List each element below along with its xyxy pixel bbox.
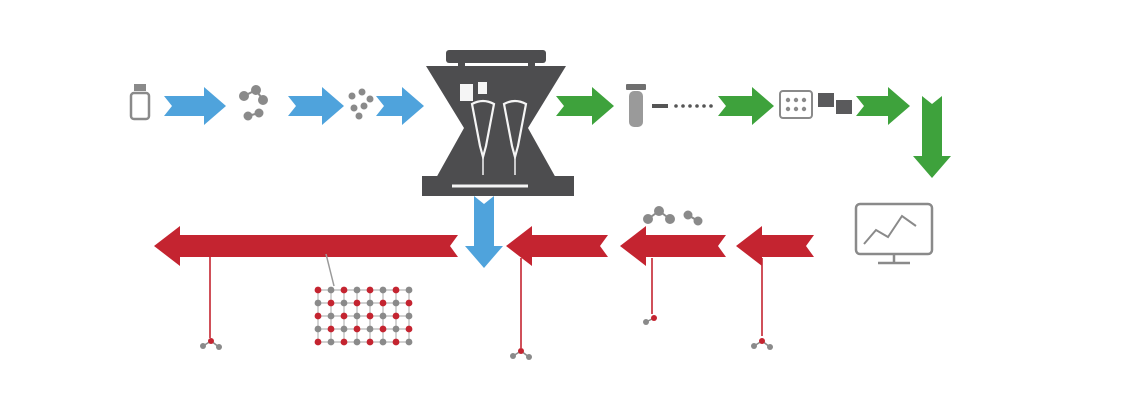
red-arrow-1-long [154, 226, 458, 266]
blue-arrow-down [465, 196, 503, 268]
data-chip-1 [818, 93, 834, 107]
crystal-lattice [314, 286, 413, 346]
green-arrows [556, 87, 951, 178]
mini-structure-4 [751, 338, 773, 350]
lattice-atoms-red [314, 286, 413, 346]
red-arrows [154, 226, 814, 266]
lattice-atoms-gray [314, 286, 413, 346]
machine-funnel-1 [470, 99, 496, 162]
red-arrow-4 [736, 226, 814, 266]
blue-arrow-1 [164, 87, 226, 125]
synthesis-machine-icon [422, 50, 574, 196]
green-arrow-2 [718, 87, 774, 125]
red-arrow-3 [620, 226, 726, 266]
mini-structure-1 [200, 338, 222, 350]
machine-top-bar [446, 50, 546, 63]
data-chip-2 [836, 100, 852, 114]
red-arrow-2 [506, 226, 608, 266]
reagent-fragments-icon [239, 85, 268, 121]
data-chips-icon [818, 93, 852, 114]
mini-structure-3 [643, 315, 657, 325]
blue-arrow-2 [288, 87, 344, 125]
red-callout-lines [209, 254, 763, 348]
green-arrow-3 [856, 87, 910, 125]
reagent-bottle-icon [129, 84, 151, 121]
lattice-leader-line [325, 253, 335, 287]
signal-dash-dots-icon [652, 104, 713, 108]
machine-pump-1 [460, 84, 473, 101]
green-arrow-down [913, 96, 951, 178]
candidate-molecules-icon [643, 206, 703, 226]
machine-funnel-2 [502, 99, 528, 162]
blue-arrow-3 [376, 87, 424, 125]
mini-structure-2 [510, 348, 532, 360]
green-arrow-1 [556, 87, 614, 125]
mixture-cluster-icon [348, 88, 374, 120]
well-plate-icon [779, 90, 813, 119]
machine-pump-2 [478, 82, 487, 94]
analysis-monitor-icon [854, 202, 934, 265]
blue-arrows [164, 87, 503, 268]
sample-vial-icon [626, 84, 646, 127]
